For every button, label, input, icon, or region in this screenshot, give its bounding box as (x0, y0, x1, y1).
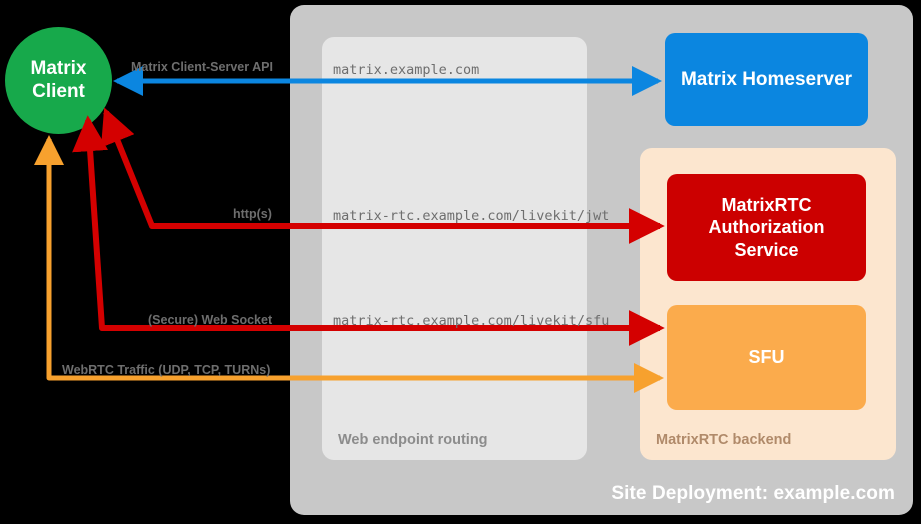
edge-label-http-auth: http(s) (233, 207, 272, 221)
node-matrix-homeserver-label: Matrix Homeserver (680, 68, 853, 90)
endpoint-label-livekit-jwt: matrix-rtc.example.com/livekit/jwt (333, 208, 610, 224)
edge-label-secure-web-socket: (Secure) Web Socket (148, 313, 273, 327)
node-sfu: SFU (667, 305, 866, 410)
matrixrtc-backend-label: MatrixRTC backend (656, 432, 792, 448)
node-sfu-label: SFU (748, 347, 785, 368)
auth-label-line-3: Service (734, 239, 799, 260)
auth-label-line-2: Authorization (708, 217, 825, 238)
endpoint-label-matrix-example-com: matrix.example.com (333, 62, 480, 78)
web-endpoint-routing-panel: Web endpoint routing (322, 37, 587, 460)
web-endpoint-routing-label: Web endpoint routing (338, 432, 488, 448)
auth-label-line-1: MatrixRTC (721, 194, 812, 215)
node-matrixrtc-authorization-service-label: MatrixRTC Authorization Service (709, 194, 825, 262)
site-deployment-label: Site Deployment: example.com (611, 483, 895, 504)
matrix-client-label: Matrix Client (31, 58, 87, 104)
edge-label-webrtc-traffic: WebRTC Traffic (UDP, TCP, TURNs) (62, 363, 271, 377)
edge-label-matrix-client-server-api: Matrix Client-Server API (131, 60, 273, 74)
matrix-client-label-line-2: Client (32, 80, 85, 102)
node-matrix-client: Matrix Client (5, 27, 112, 134)
matrix-client-label-line-1: Matrix (30, 57, 87, 79)
node-matrixrtc-authorization-service: MatrixRTC Authorization Service (667, 174, 866, 281)
node-matrix-homeserver: Matrix Homeserver (665, 33, 868, 126)
endpoint-label-livekit-sfu: matrix-rtc.example.com/livekit/sfu (333, 313, 610, 329)
